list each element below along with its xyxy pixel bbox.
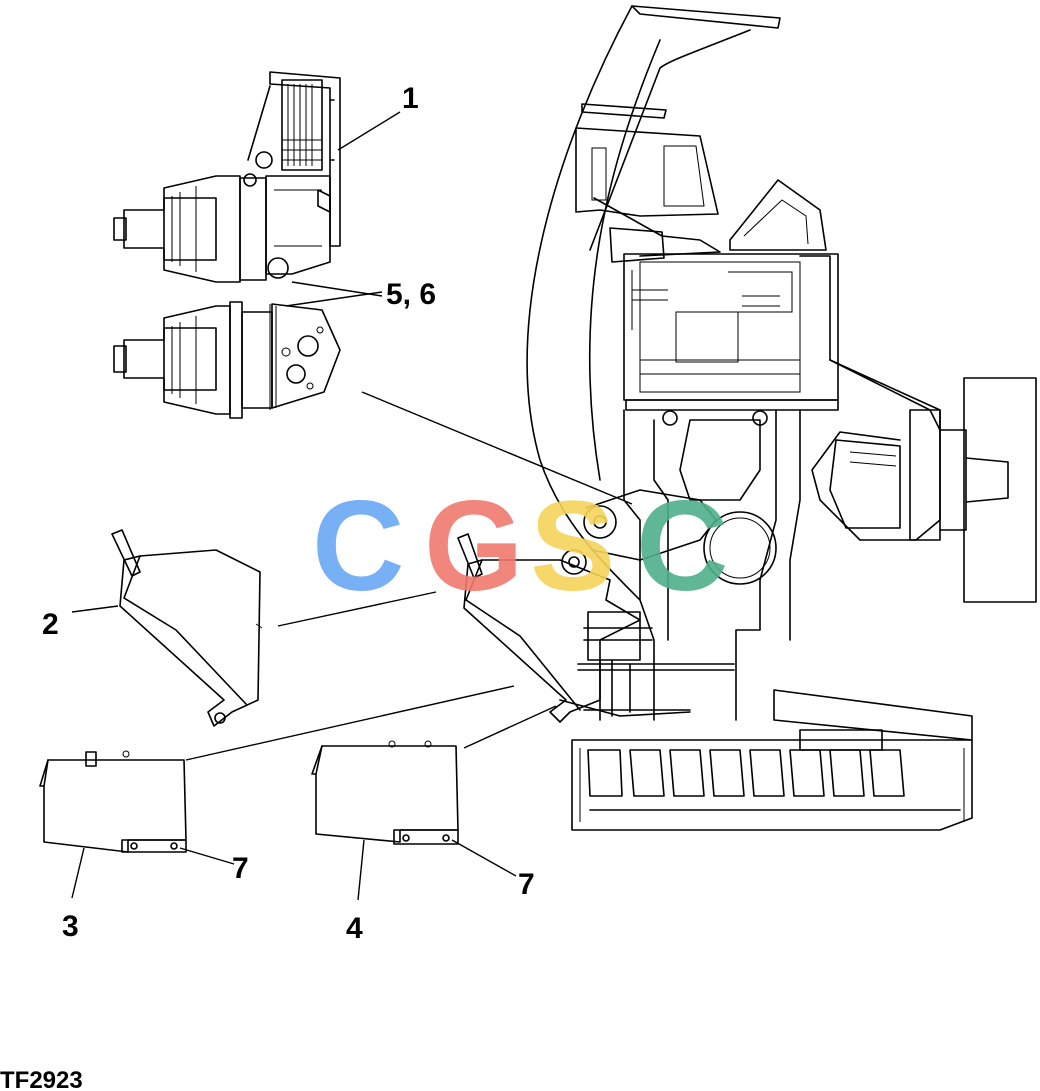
- callout-4: 4: [346, 912, 363, 945]
- watermark-letter: S: [530, 475, 615, 618]
- component-3-cover: [39, 750, 187, 853]
- watermark-letter: C: [312, 475, 404, 618]
- component-2-mounted: [457, 533, 641, 723]
- callout-5-6: 5, 6: [386, 278, 436, 311]
- callout-2: 2: [42, 608, 59, 641]
- callout-3: 3: [62, 910, 79, 943]
- component-4-cover: [311, 740, 459, 845]
- watermark-letter: G: [424, 475, 524, 618]
- main-frame: [526, 5, 1037, 831]
- callout-1: 1: [402, 82, 419, 115]
- callout-7-right: 7: [518, 868, 535, 901]
- figure-id: TF2923: [0, 1067, 83, 1091]
- leader-lines: [71, 111, 633, 901]
- watermark-letter: C: [636, 475, 728, 618]
- component-2-guard: [111, 529, 263, 727]
- component-5-6-motor-cover: [113, 301, 341, 419]
- callout-7-left: 7: [232, 852, 249, 885]
- callouts: 1 5, 6 2 7 7 3 4: [42, 82, 535, 945]
- watermark: C G S C: [312, 475, 728, 618]
- component-1-motor-valve: [113, 71, 341, 283]
